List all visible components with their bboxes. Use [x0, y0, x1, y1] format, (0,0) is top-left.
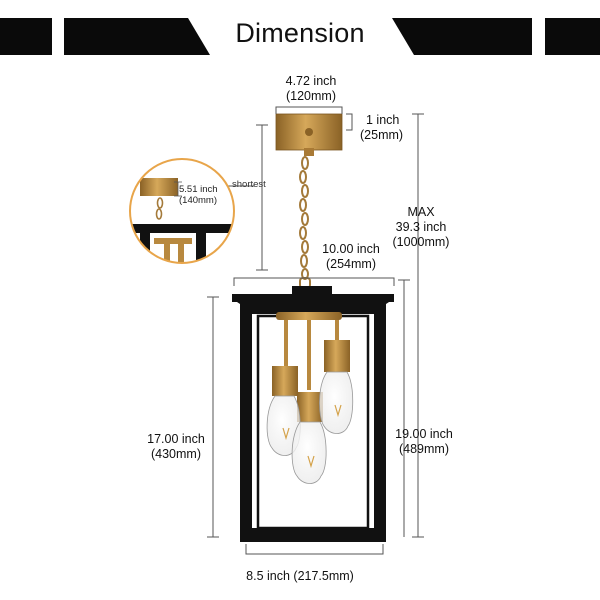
max-height-label: MAX 39.3 inch (1000mm)	[392, 205, 450, 249]
shortest-label: shortest	[232, 179, 266, 190]
inset-dimension-label: 5.51 inch (140mm)	[179, 184, 218, 206]
overall-height-label: 19.00 inch (489mm)	[395, 427, 453, 456]
chain	[299, 156, 309, 280]
base-width-label: 8.5 inch (217.5mm)	[246, 569, 354, 583]
header-banner	[0, 18, 600, 55]
banner-right-block-2	[545, 18, 600, 55]
canopy-height-label: 1 inch (25mm)	[360, 113, 404, 142]
canopy	[275, 113, 343, 156]
banner-left-block-2	[64, 18, 210, 55]
banner-right-block-1	[392, 18, 532, 55]
bulb-cluster	[266, 312, 354, 484]
banner-left-block-1	[0, 18, 52, 55]
canopy-width-label: 4.72 inch (120mm)	[285, 74, 337, 103]
top-width-label: 10.00 inch (254mm)	[322, 242, 380, 271]
page-title: Dimension	[235, 18, 365, 48]
body-height-label: 17.00 inch (430mm)	[147, 432, 205, 461]
dimension-lines	[207, 106, 424, 555]
inset-detail	[129, 158, 235, 264]
